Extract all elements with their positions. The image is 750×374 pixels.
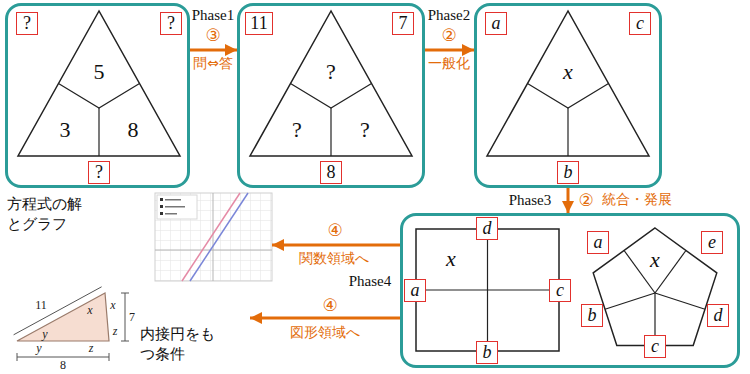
incircle-figure — [14, 287, 129, 361]
step-number: ② — [578, 191, 593, 210]
box-value: ? — [23, 13, 31, 33]
value-box: b — [581, 304, 603, 327]
value-box: a — [404, 279, 426, 302]
step-label: 問⇔答 — [193, 56, 233, 71]
box-value: ? — [95, 162, 103, 182]
cell-value: 8 — [128, 119, 139, 141]
box-value: b — [564, 162, 573, 182]
value-box: 7 — [392, 12, 414, 35]
value-box: d — [707, 304, 729, 327]
step-number: ③ — [205, 26, 220, 45]
value-box: ? — [16, 12, 38, 35]
box-value: b — [483, 342, 492, 362]
flow-arrow — [567, 188, 570, 213]
box-value: a — [492, 13, 501, 33]
figure-label: y — [42, 328, 47, 340]
step-label: 関数領域へ — [299, 251, 369, 266]
box-value: d — [714, 305, 723, 325]
box-value: b — [588, 305, 597, 325]
value-box: d — [476, 217, 498, 240]
value-box: c — [644, 335, 666, 358]
cell-value: x — [650, 249, 660, 271]
step-number: ② — [441, 26, 456, 45]
flow-arrow — [190, 49, 237, 52]
box-value: a — [411, 280, 420, 300]
value-box: a — [485, 12, 507, 35]
value-box: a — [587, 231, 609, 254]
box-value: 7 — [399, 13, 408, 33]
figure-label: x — [110, 299, 115, 311]
phase-label: Phase2 — [428, 7, 471, 24]
flow-arrow — [425, 49, 474, 52]
step-label: 図形領域へ — [290, 325, 360, 340]
box-value: c — [556, 280, 564, 300]
cell-value: 5 — [94, 61, 105, 83]
cell-value: ? — [292, 119, 302, 141]
step-label: 統合・発展 — [602, 192, 672, 207]
figure-label: z — [89, 342, 94, 354]
flow-arrow — [250, 317, 400, 320]
phase-panel: 5 3 8??? — [5, 3, 190, 188]
dimension-label: 8 — [60, 359, 66, 371]
step-number: ④ — [322, 296, 337, 315]
dimension-label: 11 — [35, 299, 47, 311]
value-box: 8 — [320, 161, 342, 184]
box-value: d — [483, 218, 492, 238]
value-box: b — [476, 341, 498, 364]
result-panel: 内接円をもつ条件 — [5, 283, 250, 372]
value-box: c — [629, 12, 651, 35]
graph-picture — [155, 193, 272, 281]
cell-value: x — [446, 248, 456, 270]
phase-panel: ??? 11 7 8 — [237, 3, 425, 188]
box-value: 8 — [327, 162, 336, 182]
phase-panel: x a c b — [474, 3, 662, 188]
box-value: a — [594, 232, 603, 252]
figure-label: y — [36, 342, 41, 354]
step-number: ④ — [327, 221, 342, 240]
step-label: 一般化 — [428, 56, 470, 71]
caption: 方程式の解とグラフ — [7, 195, 95, 234]
phase-label: Phase1 — [192, 7, 235, 24]
value-box: c — [549, 279, 571, 302]
box-value: 11 — [250, 13, 267, 33]
cell-value: ? — [326, 61, 336, 83]
phase-panel: x d a c b x a e b d c — [400, 213, 740, 368]
value-box: ? — [160, 12, 182, 35]
cell-value: 3 — [60, 119, 71, 141]
square-outline — [415, 228, 560, 352]
box-value: c — [636, 13, 644, 33]
dimension-label: 7 — [129, 311, 135, 323]
value-box: e — [701, 231, 723, 254]
box-value: ? — [167, 13, 175, 33]
phase-label: Phase4 — [349, 273, 392, 290]
value-box: ? — [88, 161, 110, 184]
square-figure: x — [415, 228, 560, 352]
cell-value: ? — [360, 119, 370, 141]
value-box: b — [557, 161, 579, 184]
figure-label: z — [113, 325, 118, 337]
value-box: 11 — [245, 12, 272, 35]
flow-arrow — [272, 244, 400, 247]
phase-label: Phase3 — [509, 192, 552, 209]
cell-value: x — [563, 61, 573, 83]
box-value: c — [651, 336, 659, 356]
result-panel: 方程式の解とグラフ — [5, 193, 272, 281]
box-value: e — [708, 232, 716, 252]
figure-label: x — [87, 304, 92, 316]
caption: 内接円をもつ条件 — [140, 325, 228, 364]
